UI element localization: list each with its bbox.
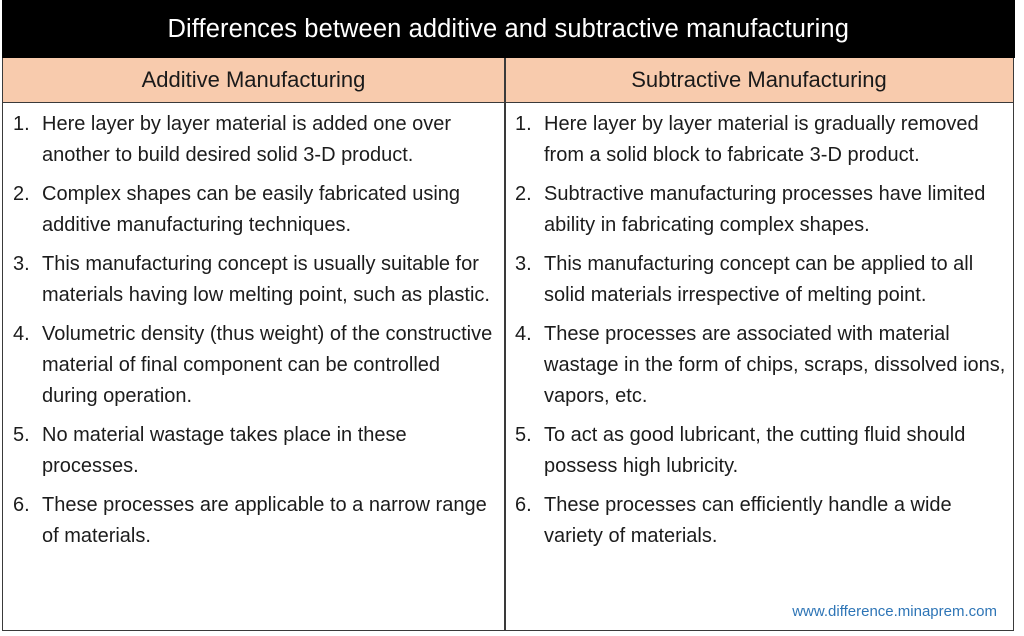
column-header-row: Additive Manufacturing Subtractive Manuf… [3, 58, 1013, 103]
item-text: Here layer by layer material is added on… [42, 113, 452, 166]
item-text: This manufacturing concept is usually su… [42, 253, 490, 306]
list-item: 6. These processes are applicable to a n… [13, 490, 501, 552]
item-text: To act as good lubricant, the cutting fl… [544, 424, 966, 477]
table-title: Differences between additive and subtrac… [1, 0, 1015, 58]
item-number: 1. [515, 113, 532, 135]
item-number: 4. [13, 323, 30, 345]
item-number: 2. [13, 183, 30, 205]
item-number: 3. [13, 253, 30, 275]
item-text: Complex shapes can be easily fabricated … [42, 183, 461, 236]
item-text: No material wastage takes place in these… [42, 424, 407, 477]
item-text: This manufacturing concept can be applie… [544, 253, 974, 306]
item-number: 5. [13, 424, 30, 446]
watermark-link: www.difference.minaprem.com [792, 603, 997, 620]
item-number: 4. [515, 323, 532, 345]
list-item: 6. These processes can efficiently handl… [515, 490, 1011, 552]
item-text: These processes are associated with mate… [544, 323, 1006, 407]
item-text: Subtractive manufacturing processes have… [544, 183, 986, 236]
item-text: Volumetric density (thus weight) of the … [42, 323, 493, 407]
list-item: 3. This manufacturing concept is usually… [13, 249, 501, 311]
additive-column: 1. Here layer by layer material is added… [13, 109, 501, 560]
list-item: 4. These processes are associated with m… [515, 319, 1011, 412]
item-number: 5. [515, 424, 532, 446]
header-additive: Additive Manufacturing [141, 67, 366, 92]
list-item: 5. No material wastage takes place in th… [13, 420, 501, 482]
list-item: 5. To act as good lubricant, the cutting… [515, 420, 1011, 482]
item-number: 3. [515, 253, 532, 275]
list-item: 4. Volumetric density (thus weight) of t… [13, 319, 501, 412]
item-text: These processes can efficiently handle a… [544, 494, 952, 547]
list-item: 1. Here layer by layer material is gradu… [515, 109, 1011, 171]
list-item: 2. Subtractive manufacturing processes h… [515, 179, 1011, 241]
subtractive-column: 1. Here layer by layer material is gradu… [515, 109, 1011, 560]
item-number: 1. [13, 113, 30, 135]
item-number: 6. [515, 494, 532, 516]
item-text: Here layer by layer material is graduall… [544, 113, 979, 166]
list-item: 1. Here layer by layer material is added… [13, 109, 501, 171]
item-number: 2. [515, 183, 532, 205]
list-item: 2. Complex shapes can be easily fabricat… [13, 179, 501, 241]
list-item: 3. This manufacturing concept can be app… [515, 249, 1011, 311]
header-subtractive: Subtractive Manufacturing [631, 67, 887, 92]
item-number: 6. [13, 494, 30, 516]
item-text: These processes are applicable to a narr… [42, 494, 487, 547]
column-divider [504, 58, 506, 630]
